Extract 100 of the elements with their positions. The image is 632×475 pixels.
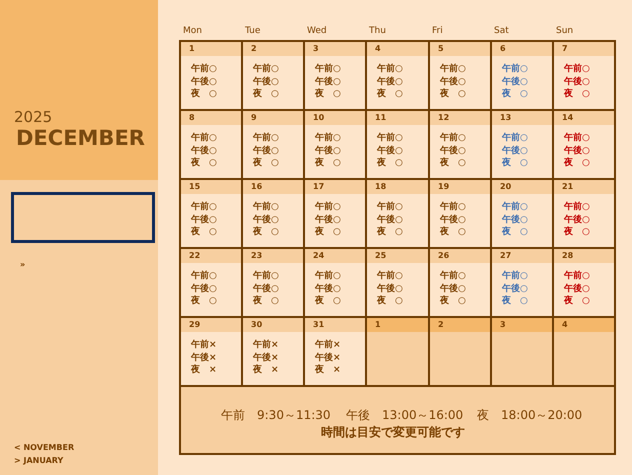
day-number: 12 <box>438 113 450 122</box>
availability-line: 午後○ <box>502 76 528 88</box>
day-number: 19 <box>438 182 450 191</box>
day-number: 16 <box>251 182 262 191</box>
availability-line: 午前○ <box>440 64 466 75</box>
day-number: 20 <box>500 182 512 191</box>
day-number: 26 <box>438 251 450 260</box>
availability-line: 午前○ <box>440 271 466 282</box>
day-number: 6 <box>500 44 506 53</box>
availability-line: 午前○ <box>564 271 590 282</box>
availability-line: 午後○ <box>377 76 403 88</box>
weekday-label: Mon <box>183 26 202 36</box>
availability-line: 夜 ○ <box>502 89 528 100</box>
availability-line: 午後○ <box>440 214 466 226</box>
availability-line: 午前○ <box>377 64 403 75</box>
availability-line: 午前○ <box>315 271 341 282</box>
weekday-label: Sat <box>494 26 509 36</box>
availability-line: 午後○ <box>564 284 590 294</box>
availability-line: 夜 ○ <box>377 296 403 307</box>
availability-line: 夜 ○ <box>564 296 590 307</box>
day-number: 31 <box>313 320 324 329</box>
day-number: 4 <box>562 320 568 329</box>
day-number: 29 <box>189 320 200 329</box>
day-number: 11 <box>375 113 386 122</box>
day-number: 25 <box>375 251 386 260</box>
day-number: 8 <box>189 113 195 122</box>
availability-line: 午前○ <box>315 133 341 144</box>
day-number: 10 <box>313 113 324 122</box>
availability-line: 午後○ <box>377 146 403 156</box>
calendar-cell <box>179 178 243 249</box>
availability-line: 午後○ <box>253 284 279 294</box>
availability-line: 夜 ○ <box>191 89 217 100</box>
availability-line: 午後○ <box>502 284 528 294</box>
day-number: 14 <box>562 113 574 122</box>
day-number: 22 <box>189 251 200 260</box>
day-number: 27 <box>500 251 512 260</box>
availability-line: 夜 ○ <box>564 89 590 100</box>
note-text: 夜 18:00～20:00 <box>477 407 582 424</box>
weekday-label: Tue <box>245 26 260 36</box>
day-number: 24 <box>313 251 324 260</box>
day-number: 17 <box>313 182 324 191</box>
availability-line: 午後○ <box>253 76 279 88</box>
availability-line: 夜 ○ <box>377 227 403 238</box>
availability-line: 午前○ <box>502 64 528 75</box>
availability-line: 午後× <box>253 352 279 364</box>
availability-line: 夜 ○ <box>440 227 466 238</box>
day-number: 1 <box>375 320 381 329</box>
availability-line: 夜 ○ <box>502 158 528 169</box>
day-number: 2 <box>251 44 257 53</box>
day-number: 21 <box>562 182 574 191</box>
availability-line: 午後○ <box>315 76 341 88</box>
month-title: DECEMBER <box>16 126 145 150</box>
availability-line: 午前○ <box>502 133 528 144</box>
availability-line: 午前○ <box>315 64 341 75</box>
availability-line: 夜 ○ <box>315 227 341 238</box>
calendar-cell <box>179 247 243 318</box>
day-number: 18 <box>375 182 386 191</box>
availability-line: 午後○ <box>564 76 590 88</box>
day-number: 23 <box>251 251 262 260</box>
availability-line: 午後○ <box>315 214 341 226</box>
year-label: 2025 <box>14 108 52 126</box>
availability-line: 午前○ <box>377 202 403 213</box>
availability-line: 夜 ○ <box>377 89 403 100</box>
availability-line: 午後○ <box>440 76 466 88</box>
weekday-label: Thu <box>369 26 386 36</box>
selection-box <box>11 192 155 243</box>
availability-line: 午後○ <box>253 146 279 156</box>
note-text: 午後 13:00～16:00 <box>346 407 464 424</box>
availability-line: 夜 ○ <box>253 158 279 169</box>
availability-line: 夜 ○ <box>564 158 590 169</box>
availability-line: 午後○ <box>253 214 279 226</box>
availability-line: 午後○ <box>564 214 590 226</box>
availability-line: 夜 ○ <box>502 227 528 238</box>
availability-line: 午後× <box>191 352 217 364</box>
day-number: 28 <box>562 251 574 260</box>
day-number: 4 <box>375 44 381 53</box>
availability-line: 午後○ <box>377 284 403 294</box>
availability-line: 夜 ○ <box>440 89 466 100</box>
availability-line: 午後○ <box>564 146 590 156</box>
availability-line: 午前○ <box>191 202 217 213</box>
availability-line: 夜 ○ <box>191 296 217 307</box>
availability-line: 夜 ○ <box>315 296 341 307</box>
availability-line: 午前○ <box>502 271 528 282</box>
calendar-cell <box>365 316 430 387</box>
day-number: 5 <box>438 44 444 53</box>
note-box <box>179 385 616 455</box>
availability-line: 午後○ <box>191 214 217 226</box>
availability-line: 午後× <box>315 352 341 364</box>
availability-line: 夜 ○ <box>191 158 217 169</box>
availability-line: 午後○ <box>191 146 217 156</box>
availability-line: 午前× <box>315 340 341 351</box>
availability-line: 午後○ <box>315 284 341 294</box>
day-number: 13 <box>500 113 512 122</box>
availability-line: 夜 ○ <box>502 296 528 307</box>
availability-line: 午前○ <box>377 133 403 144</box>
calendar-cell <box>179 40 243 111</box>
calendar-cell <box>552 178 616 249</box>
day-number: 2 <box>438 320 444 329</box>
availability-line: 午前○ <box>440 133 466 144</box>
calendar-cell <box>428 316 492 387</box>
